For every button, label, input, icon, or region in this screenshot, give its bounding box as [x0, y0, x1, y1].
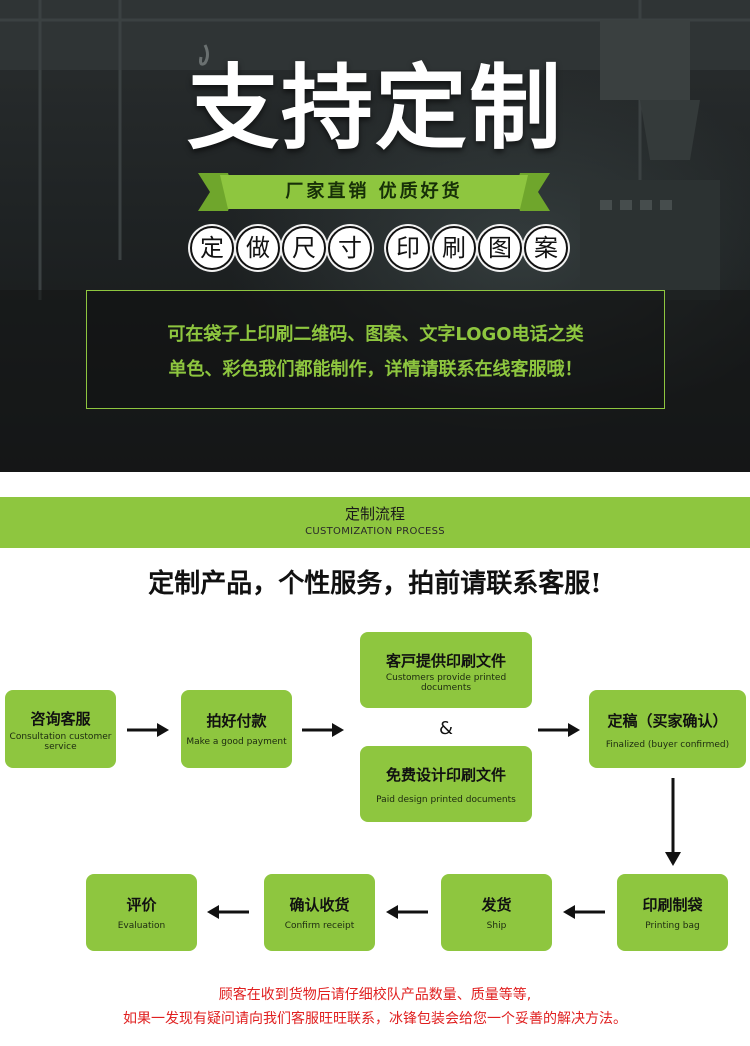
process-subtitle: CUSTOMIZATION PROCESS — [305, 526, 445, 537]
step-sublabel: Ship — [486, 921, 507, 931]
hero-title: 支持定制 — [186, 54, 563, 162]
step-provide-files: 客戸提供印刷文件 Customers provide printed docum… — [360, 632, 532, 708]
step-sublabel: Confirm receipt — [284, 921, 355, 931]
step-sublabel: Paid design printed documents — [376, 795, 516, 805]
hero-banner: 支持定制 厂家直销 优质好货 定 做 尺 寸 印 刷 图 案 可在袋子上印刷二维… — [0, 0, 750, 472]
step-label: 咨询客服 — [30, 710, 91, 728]
step-sublabel: Consultation customer service — [9, 732, 112, 752]
arrow-left-icon — [207, 905, 249, 919]
step-label: 评价 — [126, 896, 157, 914]
step-label: 印刷制袋 — [642, 896, 703, 914]
step-sublabel: Finalized (buyer confirmed) — [605, 740, 730, 750]
info-box: 可在袋子上印刷二维码、图案、文字LOGO电话之类 单色、彩色我们都能制作，详情请… — [86, 290, 665, 409]
step-label: 确认收货 — [289, 896, 350, 914]
step-label: 定稿（买家确认） — [607, 712, 728, 730]
step-label: 发货 — [481, 896, 512, 914]
arrow-right-icon — [302, 723, 344, 737]
step-printing: 印刷制袋 Printing bag — [617, 874, 728, 951]
step-payment: 拍好付款 Make a good payment — [181, 690, 292, 768]
circle-char: 做 — [236, 226, 280, 270]
arrow-down-icon — [665, 778, 681, 866]
circle-characters: 定 做 尺 寸 印 刷 图 案 — [190, 226, 570, 270]
step-label: 免费设计印刷文件 — [385, 766, 506, 784]
info-line-2: 单色、彩色我们都能制作，详情请联系在线客服哦！ — [168, 359, 583, 380]
process-title: 定制流程 — [344, 505, 405, 523]
circle-char: 图 — [478, 226, 522, 270]
step-confirm-receipt: 确认收货 Confirm receipt — [264, 874, 375, 951]
step-sublabel: Customers provide printed documents — [385, 673, 507, 693]
step-consult: 咨询客服 Consultation customer service — [5, 690, 116, 768]
footer-note-1: 顾客在收到货物后请仔细校队产品数量、质量等等, — [218, 987, 532, 1003]
step-finalize: 定稿（买家确认） Finalized (buyer confirmed) — [589, 690, 746, 768]
step-label: 客戸提供印刷文件 — [385, 652, 506, 670]
step-sublabel: Evaluation — [117, 921, 166, 931]
circle-char: 案 — [524, 226, 568, 270]
process-header-bar: 定制流程 CUSTOMIZATION PROCESS — [0, 497, 750, 548]
arrow-left-icon — [563, 905, 605, 919]
footer-note-2: 如果一发现有疑问请向我们客服旺旺联系，冰锋包装会给您一个妥善的解决方法。 — [123, 1011, 627, 1027]
ribbon-banner: 厂家直销 优质好货 — [198, 173, 550, 211]
info-line-1: 可在袋子上印刷二维码、图案、文字LOGO电话之类 — [167, 324, 584, 345]
ribbon-text: 厂家直销 优质好货 — [285, 181, 463, 202]
circle-char: 尺 — [282, 226, 326, 270]
circle-char: 刷 — [432, 226, 476, 270]
step-sublabel: Printing bag — [645, 921, 700, 931]
circle-char: 定 — [190, 226, 234, 270]
factory-background — [0, 0, 750, 472]
step-label: 拍好付款 — [206, 712, 267, 730]
step-free-design: 免费设计印刷文件 Paid design printed documents — [360, 746, 532, 822]
step-sublabel: Make a good payment — [186, 737, 287, 747]
arrow-right-icon — [538, 723, 580, 737]
circle-char: 印 — [386, 226, 430, 270]
step-ship: 发货 Ship — [441, 874, 552, 951]
ampersand: & — [438, 718, 454, 739]
step-evaluation: 评价 Evaluation — [86, 874, 197, 951]
circle-char: 寸 — [328, 226, 372, 270]
arrow-left-icon — [386, 905, 428, 919]
process-tagline: 定制产品，个性服务，拍前请联系客服! — [148, 569, 602, 599]
arrow-right-icon — [127, 723, 169, 737]
